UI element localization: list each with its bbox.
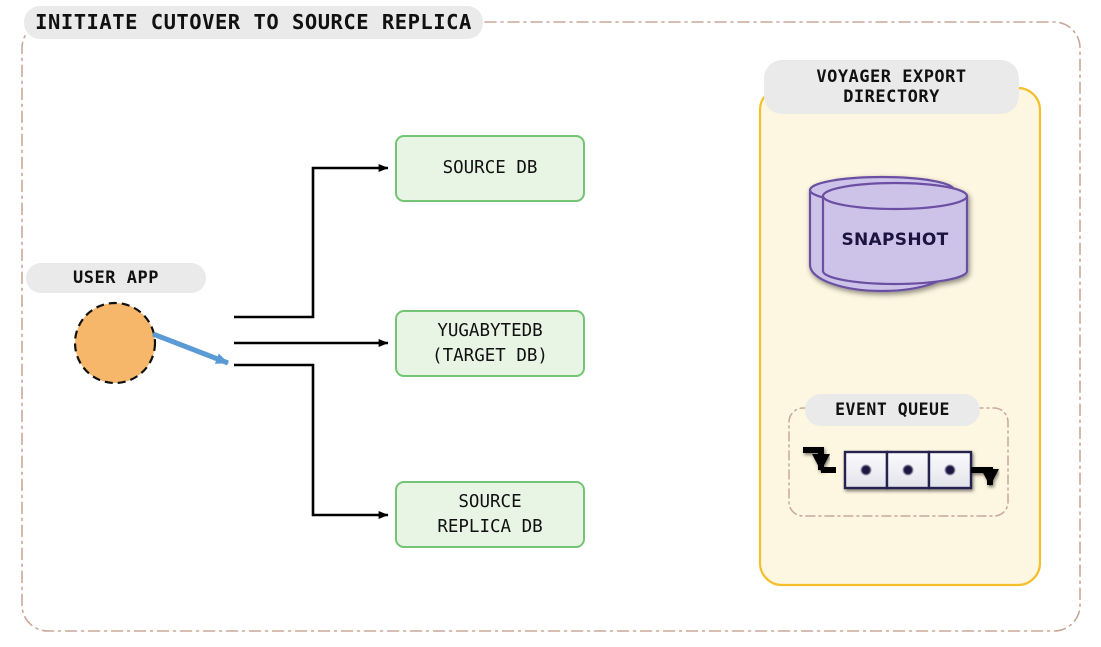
queue-in-arrow <box>803 447 830 471</box>
yugabytedb-target-label: YUGABYTEDB (TARGET DB) <box>396 311 584 376</box>
user-app-circle[interactable] <box>73 301 157 385</box>
voyager-export-directory-label: VOYAGER EXPORT DIRECTORY <box>764 60 1019 114</box>
event-dot <box>902 464 914 476</box>
connector-app-active-link <box>152 331 229 366</box>
source-replica-db-box[interactable] <box>395 481 585 548</box>
user-app-label: USER APP <box>26 263 206 293</box>
yugabytedb-label-line-2: (TARGET DB) <box>432 345 548 366</box>
diagram-title: INITIATE CUTOVER TO SOURCE REPLICA <box>24 6 483 39</box>
snapshot-label: SNAPSHOT <box>841 230 949 250</box>
outer-frame <box>21 21 1081 632</box>
voyager-title-line-2: DIRECTORY <box>843 87 940 107</box>
source-db-label: SOURCE DB <box>396 136 584 201</box>
source-replica-label-line-2: REPLICA DB <box>437 516 543 537</box>
connector-app-to-source-db <box>234 164 389 319</box>
queue-out-arrow <box>971 467 999 486</box>
yugabytedb-target-box[interactable] <box>395 310 585 377</box>
event-dot <box>860 464 872 476</box>
yugabytedb-label-line-1: YUGABYTEDB <box>437 320 543 341</box>
source-replica-label-line-1: SOURCE <box>458 491 522 512</box>
source-db-box[interactable] <box>395 135 585 202</box>
event-queue-cells <box>843 450 973 490</box>
voyager-export-directory-panel <box>758 86 1042 587</box>
snapshot-cylinder <box>808 175 969 293</box>
source-replica-db-label: SOURCE REPLICA DB <box>396 482 584 547</box>
event-queue-label: EVENT QUEUE <box>805 394 980 426</box>
source-db-label-line-1: SOURCE DB <box>442 158 538 179</box>
connector-app-to-source-replica-db <box>234 363 389 519</box>
voyager-title-line-1: VOYAGER EXPORT <box>816 66 967 87</box>
event-dot <box>944 464 956 476</box>
